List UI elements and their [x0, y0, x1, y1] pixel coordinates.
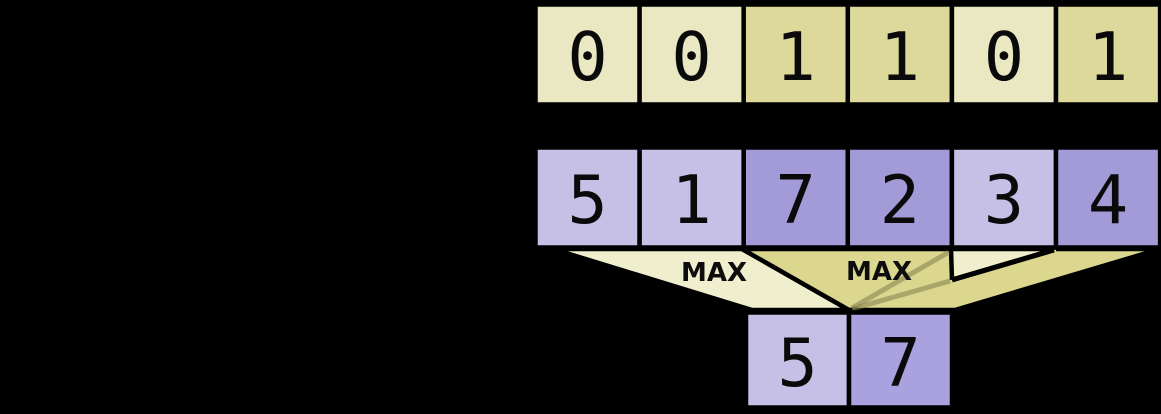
mask-row: 0 0 1 1 0 1 [533, 2, 1161, 107]
value-cell-value: 5 [567, 161, 607, 239]
value-cell-box [1053, 145, 1161, 250]
mask-cell-box [533, 2, 642, 107]
value-cell-value: 2 [880, 161, 920, 239]
result-row: 5 7 [743, 310, 955, 410]
value-cell: 5 [533, 145, 642, 250]
mask-cell-box [845, 2, 955, 107]
value-cell: 2 [845, 145, 955, 250]
value-cell-value: 7 [776, 161, 816, 239]
value-cell-box [637, 145, 746, 250]
value-cell-value: 1 [671, 161, 711, 239]
mask-cell-box [1053, 2, 1161, 107]
funnel-crease-left [850, 249, 951, 311]
value-cell-box [741, 145, 851, 250]
value-cell: 4 [1053, 145, 1161, 250]
funnel-crease-right [851, 278, 951, 312]
funnels: MAX MAX [552, 246, 1161, 313]
mask-cell: 0 [533, 2, 642, 107]
value-cell-value: 4 [1088, 161, 1128, 239]
mask-cell-box [637, 2, 746, 107]
max-label-right: MAX [846, 257, 912, 287]
result-cell-box [846, 310, 955, 410]
value-row: 5 1 7 2 3 4 [533, 145, 1161, 250]
mask-cell-value: 0 [671, 18, 711, 96]
mask-cell: 0 [949, 2, 1059, 107]
value-cell-value: 3 [984, 161, 1024, 239]
max-label-left: MAX [681, 258, 747, 288]
result-cell-value: 7 [880, 324, 920, 402]
result-cell-box [743, 310, 852, 410]
funnel-branch-edge [951, 247, 1055, 283]
mask-cell-value: 1 [776, 18, 816, 96]
value-cell-box [949, 145, 1059, 250]
value-cell: 7 [741, 145, 851, 250]
mask-cell: 1 [845, 2, 955, 107]
value-cell-box [533, 145, 642, 250]
value-cell-box [845, 145, 955, 250]
mask-cell: 1 [1053, 2, 1161, 107]
mask-cell-value: 1 [880, 18, 920, 96]
result-cell-value: 5 [777, 324, 817, 402]
mask-cell-value: 0 [567, 18, 607, 96]
value-cell: 3 [949, 145, 1059, 250]
result-cell: 5 [743, 310, 852, 410]
mask-cell: 1 [741, 2, 851, 107]
mask-cell-value: 0 [984, 18, 1024, 96]
mask-cell-value: 1 [1088, 18, 1128, 96]
mask-cell: 0 [637, 2, 746, 107]
value-cell: 1 [637, 145, 746, 250]
result-cell: 7 [846, 310, 955, 410]
